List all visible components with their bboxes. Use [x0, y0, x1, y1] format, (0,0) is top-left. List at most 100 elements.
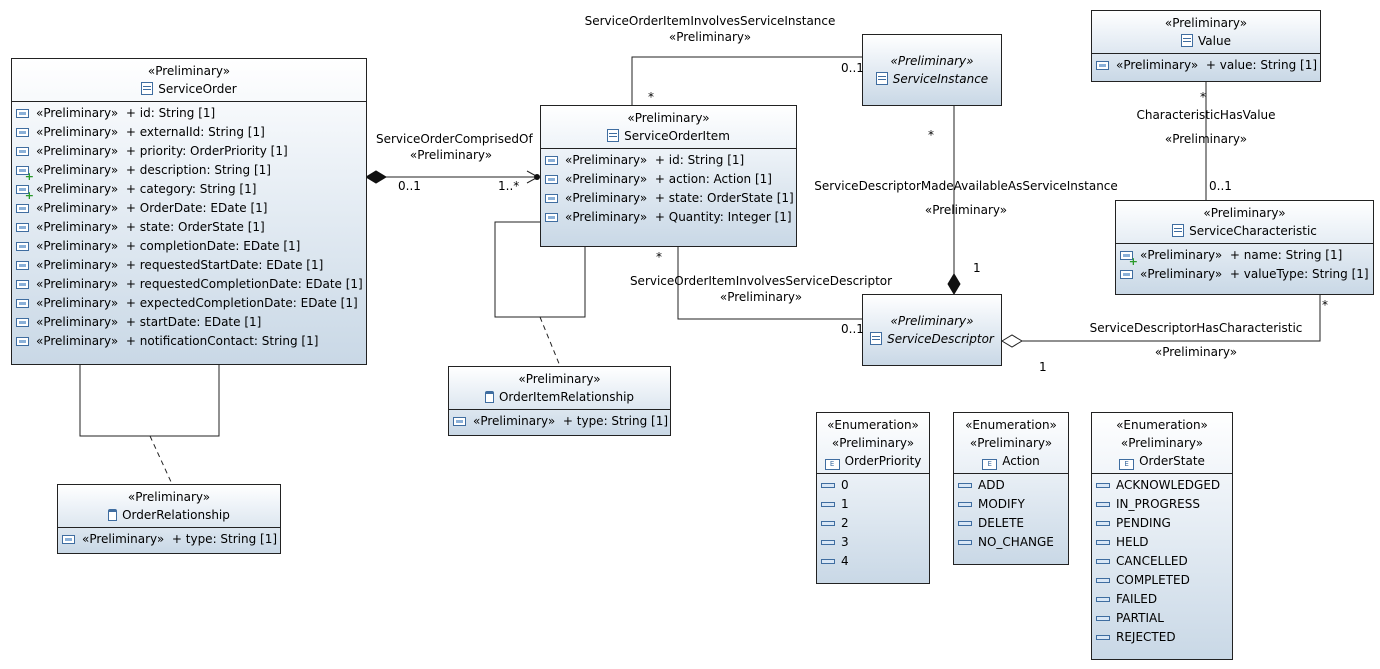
attribute-compartment: «Preliminary» + type: String [1] [449, 410, 670, 433]
service-instance-class[interactable]: «Preliminary» ServiceInstance [862, 34, 1002, 106]
enum-literal[interactable]: 2 [821, 514, 925, 533]
attribute-icon [16, 337, 29, 346]
enum-literal[interactable]: ACKNOWLEDGED [1096, 476, 1228, 495]
service-order-item-class[interactable]: «Preliminary» ServiceOrderItem «Prelimin… [540, 105, 797, 247]
attribute-row[interactable]: «Preliminary» + value: String [1] [1096, 56, 1317, 75]
service-characteristic-class[interactable]: «Preliminary» ServiceCharacteristic «Pre… [1115, 200, 1374, 295]
enum-literal[interactable]: HELD [1096, 533, 1228, 552]
stereotype-label: «Preliminary» [890, 54, 974, 68]
class-icon [870, 332, 883, 345]
comprised-of-target-mult: 1..* [498, 179, 520, 193]
enum-literal[interactable]: 1 [821, 495, 925, 514]
attribute-row[interactable]: «Preliminary» + type: String [1] [453, 412, 668, 431]
attribute-row[interactable]: «Preliminary» + requestedCompletionDate:… [16, 275, 363, 294]
involves-instance-mult: 0..1 [841, 61, 864, 75]
value-class[interactable]: «Preliminary» Value «Preliminary» + valu… [1091, 10, 1321, 82]
literal-icon [1096, 483, 1110, 488]
attribute-icon [545, 194, 558, 203]
class-name: ServiceCharacteristic [1189, 224, 1317, 238]
enum-literal[interactable]: CANCELLED [1096, 552, 1228, 571]
enum-literal[interactable]: MODIFY [958, 495, 1064, 514]
enum-literal[interactable]: COMPLETED [1096, 571, 1228, 590]
enum-literal[interactable]: 0 [821, 476, 925, 495]
attribute-icon [16, 128, 29, 137]
attribute-row[interactable]: «Preliminary» + valueType: String [1] [1120, 265, 1369, 284]
item-relationship-dash [539, 316, 561, 367]
literal-compartment: ADD MODIFY DELETE NO_CHANGE [954, 474, 1068, 554]
attribute-icon [453, 417, 466, 426]
enumeration-stereotype: «Enumeration» [827, 418, 919, 432]
enumeration-icon [824, 459, 840, 470]
attribute-row[interactable]: «Preliminary» + startDate: EDate [1] [16, 313, 362, 332]
has-characteristic-char-mult: * [1322, 298, 1328, 312]
attribute-row[interactable]: «Preliminary» + externalId: String [1] [16, 123, 362, 142]
made-available-instance-mult: * [928, 128, 934, 142]
involves-instance-line [631, 56, 862, 105]
enum-literal[interactable]: REJECTED [1096, 628, 1228, 647]
attribute-row[interactable]: «Preliminary» + expectedCompletionDate: … [16, 294, 362, 313]
order-self-loop [79, 365, 220, 437]
enum-literal[interactable]: 3 [821, 533, 925, 552]
involves-descriptor-label: ServiceOrderItemInvolvesServiceDescripto… [629, 274, 893, 304]
attribute-row[interactable]: «Preliminary» + completionDate: EDate [1… [16, 237, 362, 256]
made-available-diamond [947, 273, 961, 295]
attribute-row[interactable]: «Preliminary» + notificationContact: Str… [16, 332, 362, 351]
order-priority-enum[interactable]: «Enumeration» «Preliminary» OrderPriorit… [816, 412, 930, 584]
literal-icon [1096, 502, 1110, 507]
enum-name: Action [1002, 454, 1040, 468]
attribute-row[interactable]: «Preliminary» + category: String [1] [16, 180, 362, 201]
service-descriptor-class[interactable]: «Preliminary» ServiceDescriptor [862, 294, 1002, 366]
involves-instance-label: ServiceOrderItemInvolvesServiceInstance … [584, 14, 836, 44]
attribute-icon [1120, 270, 1133, 279]
literal-compartment: ACKNOWLEDGED IN_PROGRESS PENDING HELD CA… [1092, 474, 1232, 649]
literal-icon [1096, 635, 1110, 640]
attribute-row[interactable]: «Preliminary» + id: String [1] [16, 104, 362, 123]
enum-literal[interactable]: IN_PROGRESS [1096, 495, 1228, 514]
enum-literal[interactable]: DELETE [958, 514, 1064, 533]
literal-icon [1096, 540, 1110, 545]
literal-icon [958, 521, 972, 526]
attribute-row[interactable]: «Preliminary» + OrderDate: EDate [1] [16, 199, 362, 218]
attribute-row[interactable]: «Preliminary» + id: String [1] [545, 151, 792, 170]
attribute-row[interactable]: «Preliminary» + Quantity: Integer [1] [545, 208, 792, 227]
attribute-icon [16, 109, 29, 118]
order-state-enum[interactable]: «Enumeration» «Preliminary» OrderState A… [1091, 412, 1233, 660]
enum-literal[interactable]: NO_CHANGE [958, 533, 1064, 552]
attribute-row[interactable]: «Preliminary» + type: String [1] [62, 530, 277, 549]
attribute-row[interactable]: «Preliminary» + description: String [1] [16, 161, 362, 182]
order-relationship-class[interactable]: «Preliminary» OrderRelationship «Prelimi… [57, 484, 281, 554]
has-characteristic-descriptor-mult: 1 [1039, 360, 1047, 374]
attribute-row[interactable]: «Preliminary» + state: OrderState [1] [16, 218, 362, 237]
attribute-row[interactable]: «Preliminary» + state: OrderState [1] [545, 189, 794, 208]
enum-literal[interactable]: PENDING [1096, 514, 1228, 533]
literal-icon [1096, 616, 1110, 621]
stereotype-label: «Preliminary» [969, 436, 1053, 450]
attribute-icon [16, 147, 29, 156]
order-item-relationship-class[interactable]: «Preliminary» OrderItemRelationship «Pre… [448, 366, 671, 436]
service-order-class[interactable]: «Preliminary» ServiceOrder «Preliminary»… [11, 58, 367, 365]
enum-literal[interactable]: FAILED [1096, 590, 1228, 609]
enum-literal[interactable]: 4 [821, 552, 925, 571]
class-name: ServiceInstance [892, 72, 989, 86]
attribute-add-icon [16, 166, 34, 182]
enum-name: OrderState [1139, 454, 1205, 468]
stereotype-label: «Preliminary» [1164, 16, 1248, 30]
class-icon [607, 129, 620, 142]
literal-icon [821, 559, 835, 564]
stereotype-label: «Preliminary» [1203, 206, 1286, 220]
enum-literal[interactable]: ADD [958, 476, 1064, 495]
literal-icon [821, 540, 835, 545]
class-icon [141, 82, 154, 95]
literal-icon [821, 502, 835, 507]
attribute-icon [16, 261, 29, 270]
action-enum[interactable]: «Enumeration» «Preliminary» Action ADD M… [953, 412, 1069, 565]
datatype-icon [108, 509, 118, 521]
attribute-row[interactable]: «Preliminary» + action: Action [1] [545, 170, 792, 189]
enum-literal[interactable]: PARTIAL [1096, 609, 1228, 628]
class-name: ServiceOrder [158, 82, 237, 96]
attribute-row[interactable]: «Preliminary» + requestedStartDate: EDat… [16, 256, 362, 275]
attribute-row[interactable]: «Preliminary» + priority: OrderPriority … [16, 142, 362, 161]
stereotype-label: «Preliminary» [147, 64, 231, 78]
attribute-row[interactable]: «Preliminary» + name: String [1] [1120, 246, 1369, 267]
attribute-compartment: «Preliminary» + type: String [1] [58, 528, 280, 551]
